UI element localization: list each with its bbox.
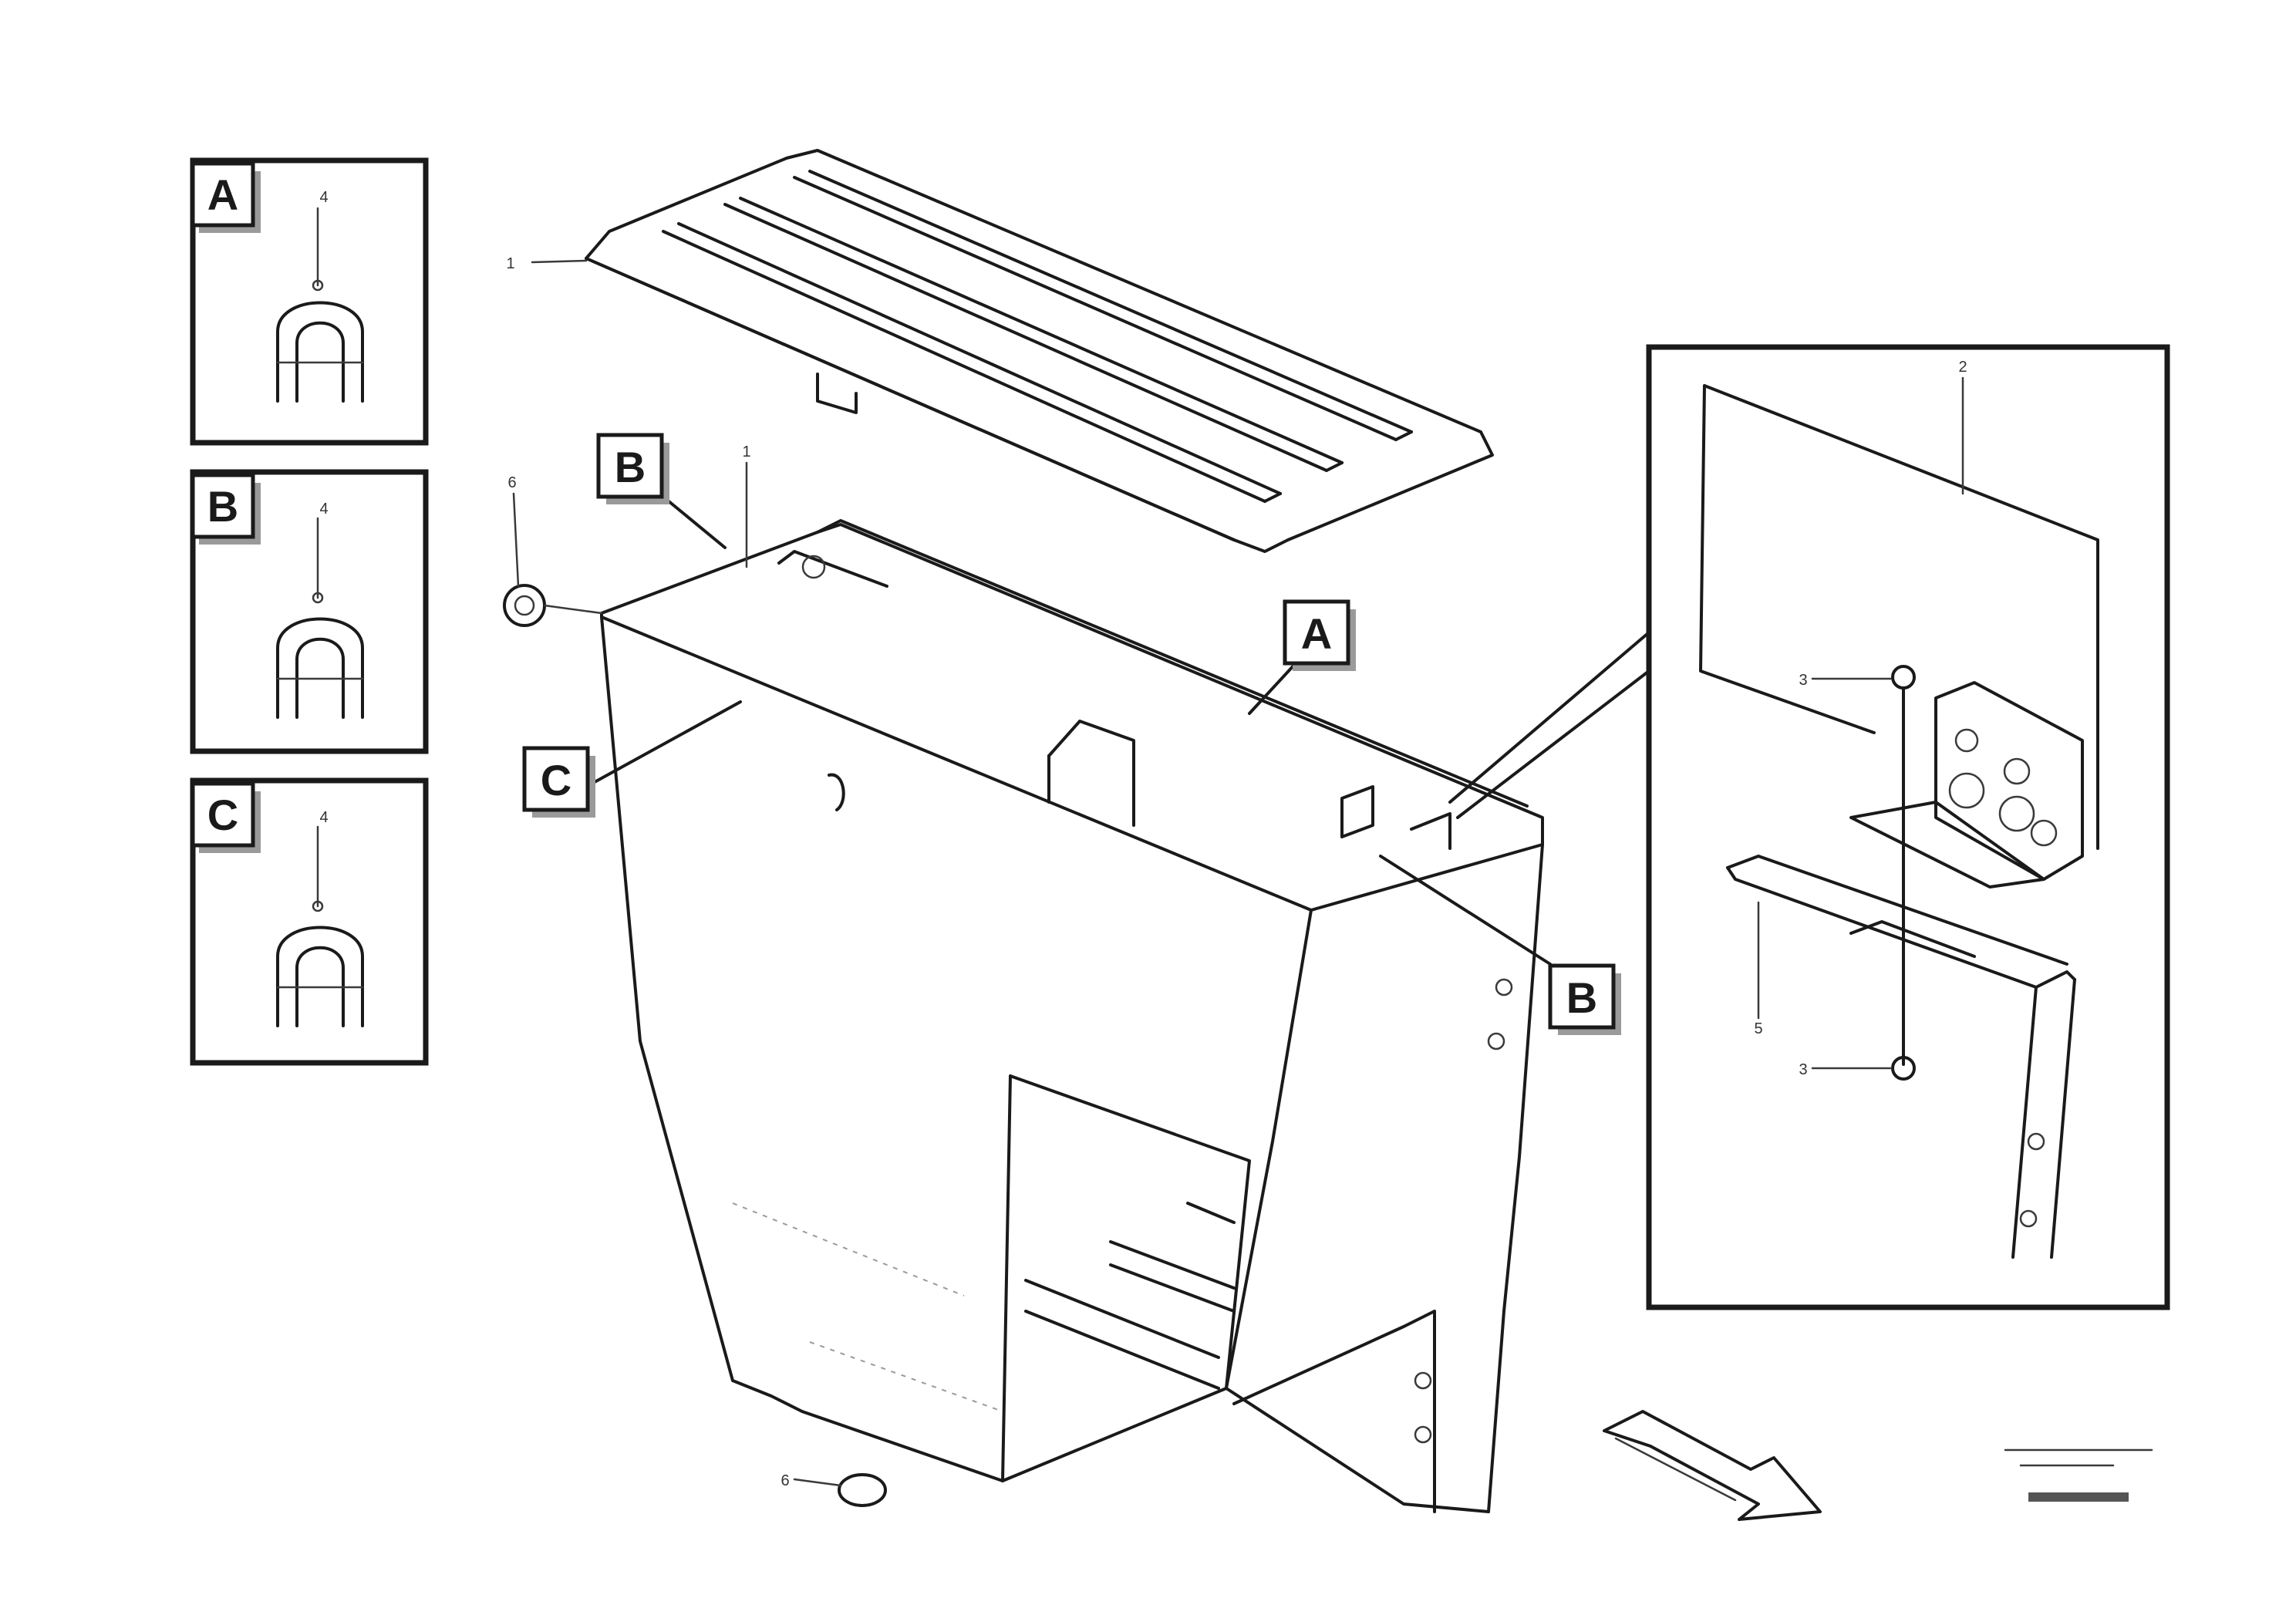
callout-b-right: B	[1379, 855, 1621, 1035]
inset-bracket-part-number: 5	[1754, 1020, 1762, 1037]
inset-leader-lines	[1448, 631, 1650, 819]
inset-plate-part-number: 2	[1958, 359, 1967, 376]
detail-a-part-number: 4	[319, 189, 328, 206]
callout-c-main: C	[522, 700, 742, 818]
mount-part-number: 1	[742, 443, 750, 460]
detail-view-c: C 4	[190, 777, 429, 1066]
callout-b-upper: B	[596, 433, 727, 549]
detail-view-b: B 4	[190, 469, 429, 754]
clip-fastener-icon	[276, 517, 364, 719]
step-box-assembly: 1 6 6	[503, 443, 1544, 1513]
drawing-reference	[2004, 1448, 2153, 1502]
step-plate: 1	[506, 149, 1494, 553]
detail-c-label: C	[207, 791, 238, 839]
clip-fastener-icon	[276, 825, 364, 1027]
svg-text:A: A	[1301, 609, 1332, 658]
bottom-bolt-part-number: 6	[781, 1472, 789, 1489]
clip-fastener-icon	[276, 207, 364, 403]
svg-text:C: C	[541, 756, 571, 804]
inset-bolt-upper-part-number: 3	[1799, 672, 1807, 689]
detail-a-label: A	[207, 170, 238, 219]
detail-b-label: B	[207, 482, 238, 531]
detail-b-part-number: 4	[319, 501, 328, 518]
detail-view-a: A 4	[190, 157, 429, 446]
direction-arrow-icon	[1603, 1410, 1822, 1521]
svg-text:B: B	[1566, 973, 1597, 1022]
inset-bolt-lower-part-number: 3	[1799, 1061, 1807, 1078]
svg-text:B: B	[615, 443, 646, 491]
detail-c-part-number: 4	[319, 809, 328, 826]
step-plate-part-number: 1	[506, 255, 514, 272]
callout-a-main: A	[1248, 599, 1356, 715]
inset-detail-view: 2 3 5 3	[1646, 344, 2170, 1310]
left-bolt-part-number: 6	[507, 474, 516, 491]
